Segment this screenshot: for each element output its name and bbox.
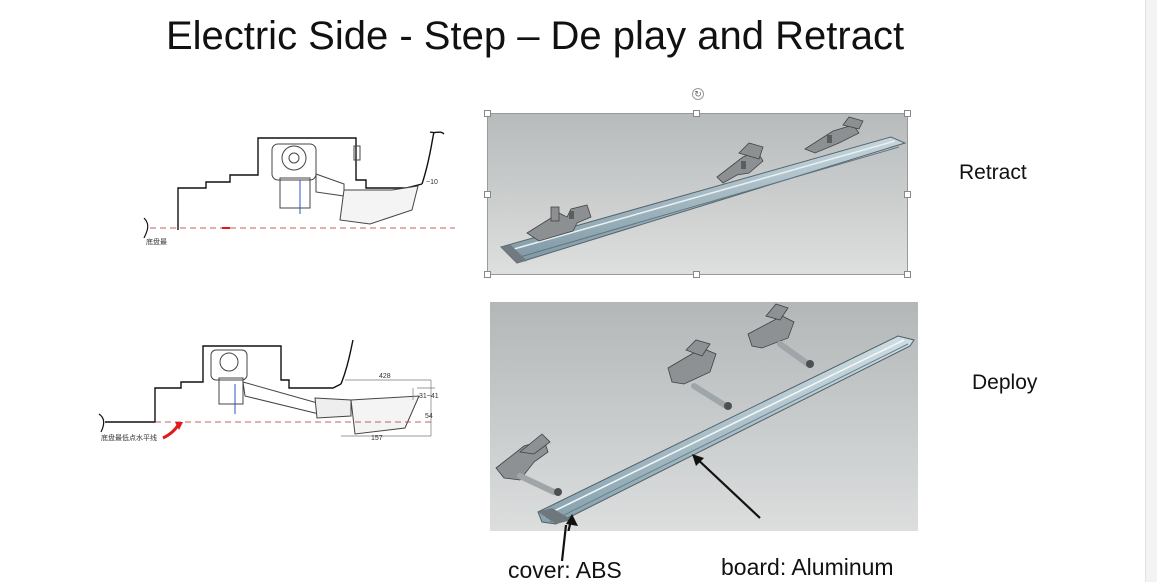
cover-label: cover: ABS bbox=[508, 557, 622, 583]
retract-label: Retract bbox=[959, 161, 1027, 184]
resize-handle-top[interactable] bbox=[693, 110, 700, 117]
vertical-scrollbar[interactable] bbox=[1145, 0, 1157, 582]
retract-dim-label: ~10 bbox=[426, 179, 438, 186]
deploy-label: Deploy bbox=[972, 371, 1038, 394]
retract-3d-render[interactable] bbox=[487, 113, 908, 275]
resize-handle-top-right[interactable] bbox=[904, 110, 911, 117]
cover-callout-arrow bbox=[560, 525, 568, 562]
resize-handle-top-left[interactable] bbox=[484, 110, 491, 117]
resize-handle-right[interactable] bbox=[904, 191, 911, 198]
resize-handle-bottom-right[interactable] bbox=[904, 271, 911, 278]
deploy-dim-bottom: 157 bbox=[371, 435, 383, 442]
rotate-handle-icon[interactable]: ↻ bbox=[692, 88, 704, 100]
retract-ground-label: 底盘最 bbox=[146, 237, 167, 246]
deploy-3d-render bbox=[490, 302, 918, 531]
deploy-dim-top: 428 bbox=[379, 373, 391, 380]
deploy-section-drawing: 428 31~41 54 157 底盘最低点水平线 bbox=[98, 339, 439, 442]
deploy-ground-label: 底盘最低点水平线 bbox=[101, 433, 157, 442]
board-label: board: Aluminum bbox=[721, 554, 894, 580]
slide-title: Electric Side - Step – De play and Retra… bbox=[165, 14, 905, 58]
retract-section-drawing: ~10 底盘最 bbox=[143, 131, 455, 246]
selection-frame bbox=[487, 113, 908, 275]
deploy-dim-right-2: 54 bbox=[425, 413, 433, 420]
resize-handle-bottom[interactable] bbox=[693, 271, 700, 278]
resize-handle-left[interactable] bbox=[484, 191, 491, 198]
resize-handle-bottom-left[interactable] bbox=[484, 271, 491, 278]
deploy-dim-right-1: 31~41 bbox=[419, 393, 439, 400]
red-arrow-icon bbox=[162, 423, 181, 440]
